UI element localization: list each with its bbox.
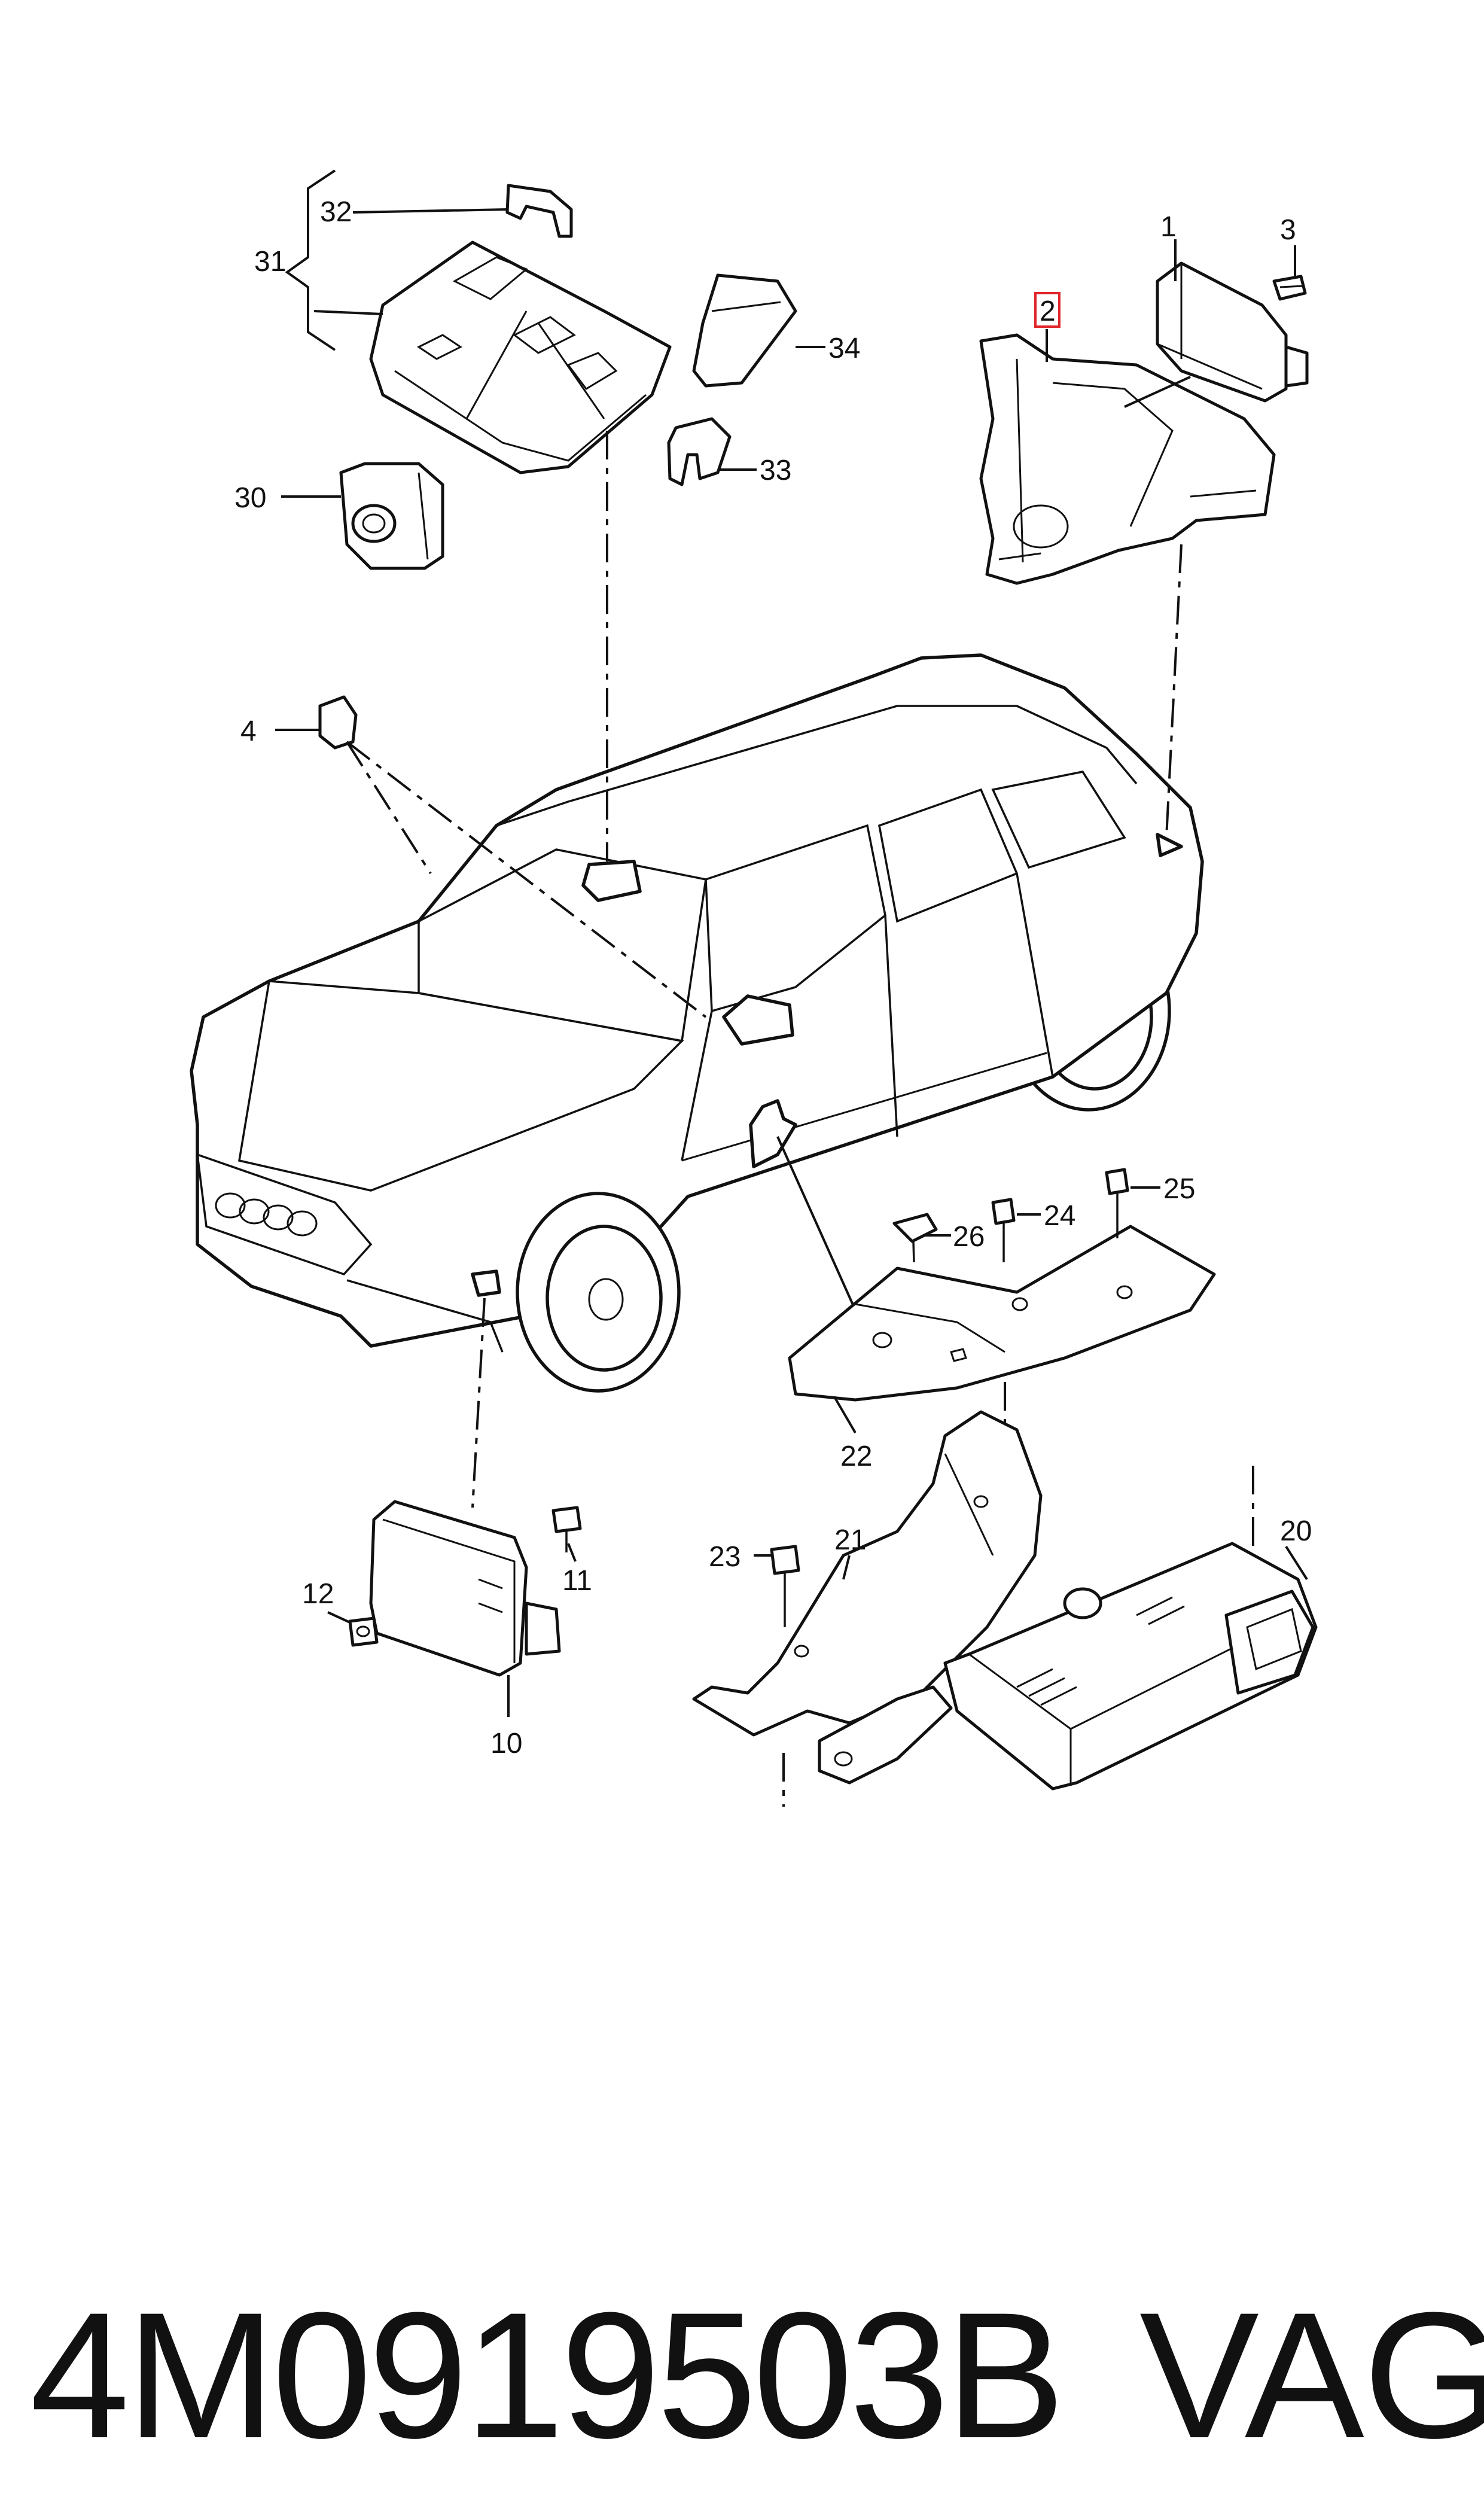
callout-31: 31 [254,246,286,278]
callout-11: 11 [562,1565,592,1597]
callout-4: 4 [240,715,257,747]
part-22-plate [788,1225,1216,1402]
part-32-clip [505,184,573,238]
callout-20: 20 [1280,1515,1312,1547]
part-11-screw [551,1506,582,1552]
callout-33: 33 [760,455,791,486]
part-31-bracket [369,240,672,474]
callout-22: 22 [840,1441,872,1472]
callout-23: 23 [709,1541,741,1573]
callout-32: 32 [320,196,352,228]
part-4-cap [318,695,358,750]
callout-12: 12 [302,1578,334,1610]
part-3-screw [1272,275,1307,301]
callout-1: 1 [1160,211,1177,243]
callout-31-brace [285,169,336,351]
callout-21: 21 [834,1524,866,1556]
callout-34: 34 [828,333,860,364]
part-10-unit [369,1500,561,1677]
part-21-bracket [692,1410,1043,1785]
part-number-text: 4M0919503B [30,2275,1065,2476]
part-24-screw [991,1198,1016,1262]
part-20-module [943,1542,1318,1791]
footer-caption: 4M0919503B VAG [0,2261,1484,2489]
callout-10: 10 [490,1728,522,1759]
callout-30: 30 [234,482,266,514]
callout-24: 24 [1044,1200,1075,1232]
callout-2: 2 [1040,296,1056,327]
part-12-nut [348,1616,379,1647]
part-1-control-unit [1156,261,1309,403]
parts-diagram: 1 2 3 4 10 11 12 20 21 22 23 24 25 26 30… [190,169,1318,1807]
callout-labels: 1 2 3 4 10 11 12 20 21 22 23 24 25 26 30… [234,196,1312,1759]
brand-text: VAG [1139,2275,1484,2476]
vehicle-illustration [190,653,1204,1393]
callout-2-highlight-box [1034,292,1061,328]
callout-26: 26 [953,1221,985,1253]
part-33-cover [667,417,732,486]
part-30-sensor [339,462,444,570]
part-23-screw [770,1545,800,1627]
callout-3: 3 [1280,214,1296,246]
part-2-bracket [979,333,1276,585]
part-25-screw [1105,1168,1129,1238]
part-34-cover [692,273,797,388]
callout-25: 25 [1163,1173,1195,1205]
part-26-clip [892,1213,938,1263]
